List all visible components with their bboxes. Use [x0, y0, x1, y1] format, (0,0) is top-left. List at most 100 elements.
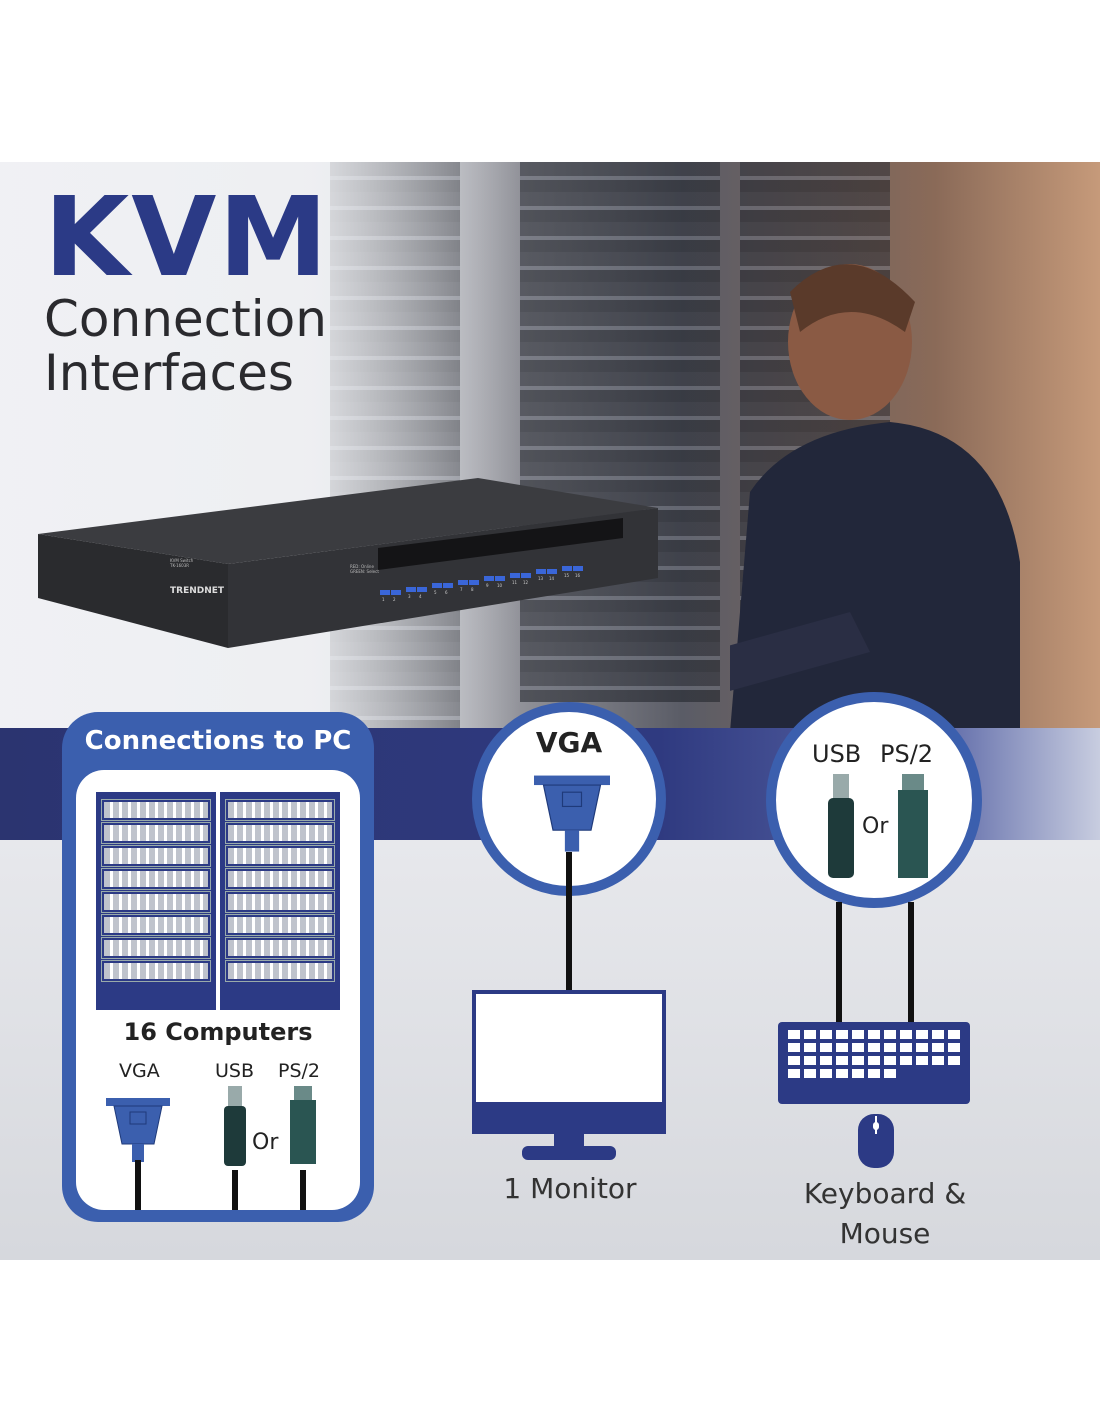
port-button	[417, 586, 427, 592]
computers-label: 16 Computers	[123, 1018, 313, 1046]
ps2-label: PS/2	[880, 740, 934, 768]
key-icon	[820, 1069, 832, 1078]
pc-connections-card: Connections to PC 16 Computers VGA USB P…	[62, 712, 374, 1222]
key-icon	[852, 1030, 864, 1039]
key-icon	[900, 1043, 912, 1052]
server-unit-icon	[225, 937, 335, 959]
card-header: Connections to PC	[84, 726, 352, 756]
ports-label2: GREEN: Select	[350, 569, 379, 574]
key-icon	[852, 1043, 864, 1052]
port-button	[469, 579, 479, 585]
key-icon	[804, 1043, 816, 1052]
port-number: 12	[523, 579, 529, 585]
key-icon	[916, 1043, 928, 1052]
model-line2: TK-1603R	[170, 563, 190, 568]
server-unit-icon	[225, 914, 335, 936]
key-icon	[820, 1043, 832, 1052]
port-number: 16	[575, 572, 581, 578]
port-number: 9	[486, 583, 489, 588]
key-icon	[948, 1056, 960, 1065]
keyboard-mouse-label-line2: Mouse	[839, 1217, 931, 1250]
port-number: 6	[445, 590, 448, 595]
page-title: KVM Connection Interfaces	[44, 182, 330, 400]
server-unit-icon	[225, 891, 335, 913]
port-number: 7	[460, 586, 463, 592]
server-unit-icon	[225, 845, 335, 867]
vga-connector-icon	[106, 1098, 170, 1162]
server-unit-icon	[101, 937, 211, 959]
vga-connector-icon	[534, 775, 610, 852]
or-label: Or	[252, 1130, 279, 1155]
monitor-label: 1 Monitor	[503, 1172, 637, 1205]
server-unit-icon	[225, 799, 335, 821]
port-button	[562, 565, 572, 571]
technician-image	[730, 264, 1020, 732]
usb-ps2-circle: USB PS/2 Or	[766, 692, 982, 908]
vga-label: VGA	[119, 1060, 160, 1082]
key-icon	[788, 1069, 800, 1078]
key-icon	[868, 1056, 880, 1065]
key-icon	[836, 1043, 848, 1052]
key-icon	[836, 1056, 848, 1065]
port-button	[573, 565, 583, 571]
port-button	[432, 583, 442, 588]
ps2-connector-icon	[290, 1086, 316, 1164]
key-icon	[868, 1069, 880, 1078]
port-button	[510, 572, 520, 578]
server-unit-icon	[101, 891, 211, 913]
server-unit-icon	[101, 960, 211, 982]
port-button	[391, 590, 401, 595]
port-number: 10	[497, 583, 503, 588]
port-number: 8	[471, 586, 474, 592]
key-icon	[788, 1056, 800, 1065]
server-unit-icon	[225, 868, 335, 890]
port-button	[458, 579, 468, 585]
port-button	[521, 572, 531, 578]
port-number: 13	[538, 576, 544, 581]
key-icon	[884, 1030, 896, 1039]
ports-label1: RED: Online	[350, 564, 374, 569]
server-unit-icon	[225, 822, 335, 844]
kvm-switch-image: TRENDNET KVM Switch TK-1603R RED: Online…	[38, 478, 658, 648]
port-button	[547, 569, 557, 574]
server-unit-icon	[225, 960, 335, 982]
port-number: 1	[382, 597, 385, 602]
key-icon	[788, 1043, 800, 1052]
usb-connector-icon	[828, 774, 854, 878]
key-icon	[852, 1069, 864, 1078]
port-button	[406, 586, 416, 592]
server-unit-icon	[101, 822, 211, 844]
port-number: 5	[434, 590, 437, 595]
port-button	[484, 576, 494, 581]
port-button	[536, 569, 546, 574]
usb-connector-icon	[224, 1086, 246, 1166]
model-line1: KVM Switch	[170, 558, 194, 563]
monitor-connector-label: VGA	[535, 726, 603, 759]
server-unit-icon	[101, 914, 211, 936]
title-line2: Interfaces	[44, 344, 294, 402]
key-icon	[868, 1043, 880, 1052]
usb-label: USB	[215, 1060, 255, 1082]
key-icon	[932, 1043, 944, 1052]
key-icon	[884, 1043, 896, 1052]
server-unit-icon	[101, 799, 211, 821]
key-icon	[868, 1030, 880, 1039]
or-label: Or	[862, 814, 889, 839]
key-icon	[804, 1069, 816, 1078]
port-button	[443, 583, 453, 588]
server-unit-icon	[101, 868, 211, 890]
port-button	[380, 590, 390, 595]
port-number: 14	[549, 576, 555, 581]
port-number: 11	[512, 579, 518, 585]
key-icon	[852, 1056, 864, 1065]
server-unit-icon	[101, 845, 211, 867]
key-icon	[804, 1030, 816, 1039]
port-number: 15	[564, 572, 570, 578]
title-kvm: KVM	[44, 173, 330, 301]
keyboard-mouse-label-line1: Keyboard &	[803, 1177, 967, 1210]
key-icon	[836, 1030, 848, 1039]
key-icon	[836, 1069, 848, 1078]
server-rack-left	[96, 792, 216, 1010]
key-icon	[916, 1056, 928, 1065]
key-icon	[804, 1056, 816, 1065]
